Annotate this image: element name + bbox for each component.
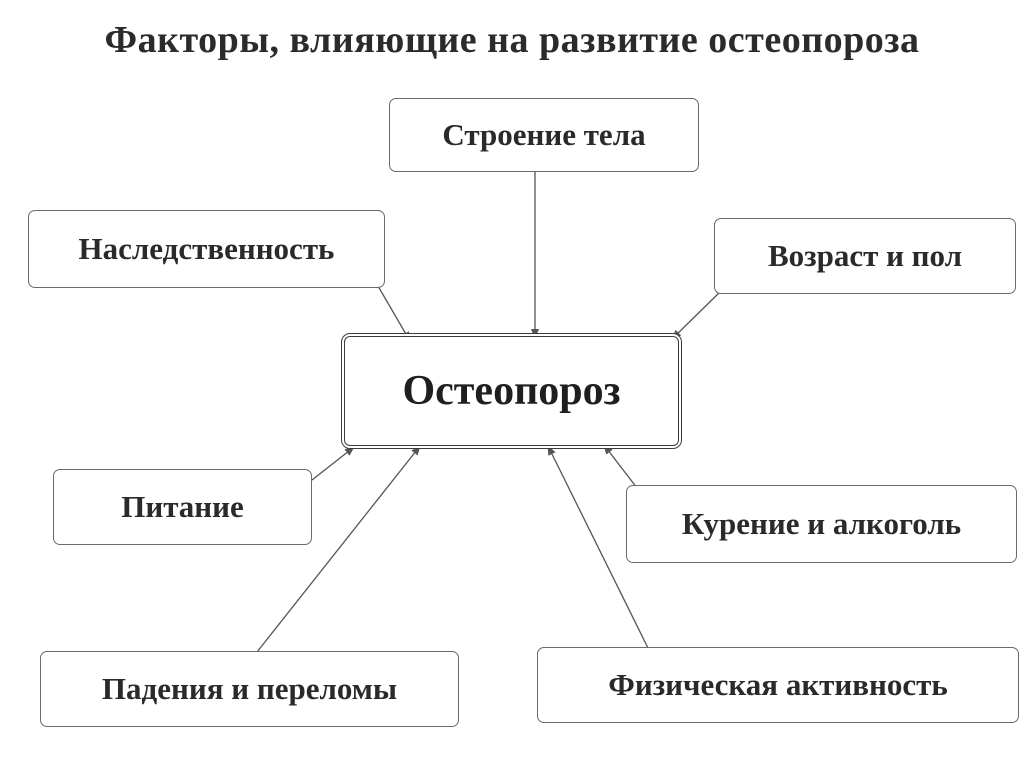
center-osteoporosis: Остеопороз <box>341 333 682 449</box>
link-falls-fractures <box>256 445 421 653</box>
factor-nutrition: Питание <box>53 469 312 545</box>
link-smoking-alcohol <box>603 444 638 489</box>
factor-physical-activity: Физическая активность <box>537 647 1019 723</box>
factor-heredity: Наследственность <box>28 210 385 288</box>
link-nutrition <box>311 446 355 481</box>
factor-age-sex: Возраст и пол <box>714 218 1016 294</box>
factor-body-build: Строение тела <box>389 98 699 172</box>
link-physical-activity <box>547 445 649 649</box>
diagram-title: Факторы, влияющие на развитие остеопороз… <box>104 19 920 61</box>
link-heredity <box>377 285 411 342</box>
factor-smoking-alcohol: Курение и алкоголь <box>626 485 1017 563</box>
factor-falls-fractures: Падения и переломы <box>40 651 459 727</box>
link-age-sex <box>671 291 721 340</box>
